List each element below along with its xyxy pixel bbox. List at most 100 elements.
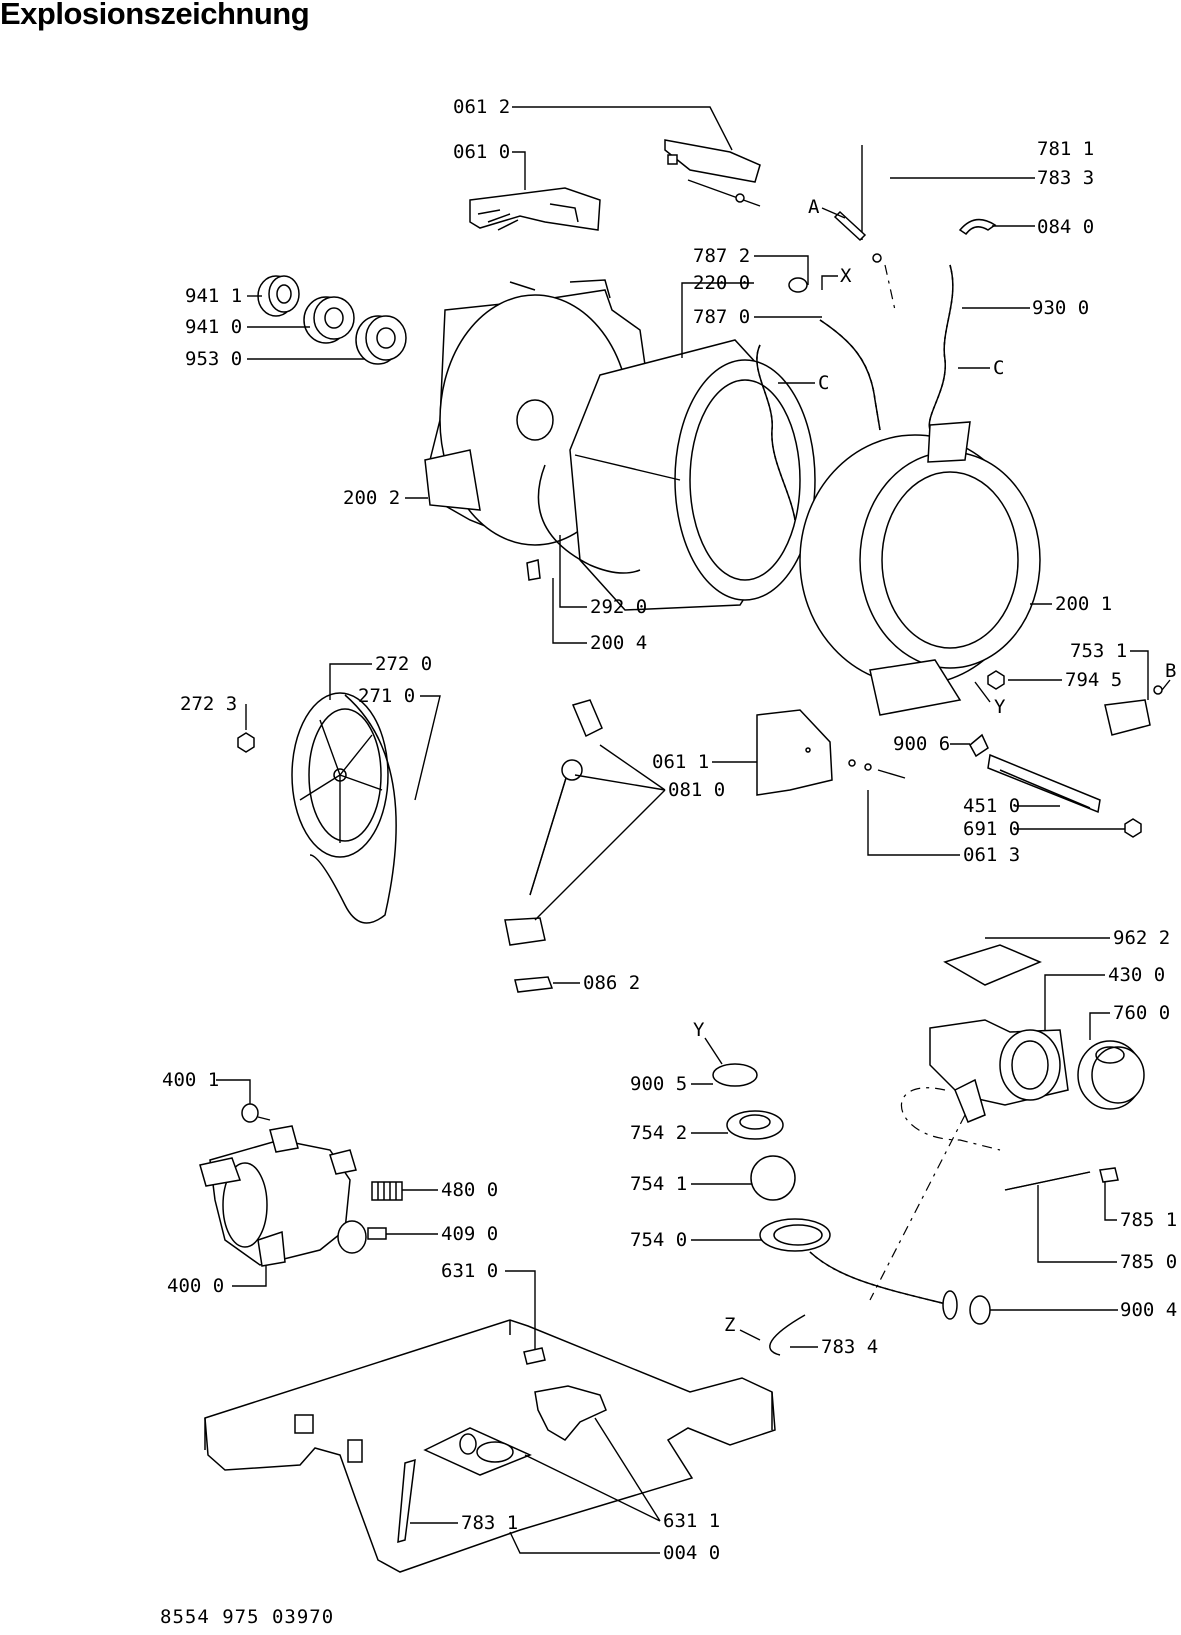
- part-bracket-6311: [534, 1385, 607, 1441]
- label-7531: 753 1: [1070, 640, 1127, 662]
- part-hose-left: [756, 344, 796, 521]
- label-Y-ring: Y: [693, 1019, 705, 1041]
- label-6311: 631 1: [663, 1510, 720, 1532]
- label-9300: 930 0: [1032, 297, 1089, 319]
- part-rod-7811: [833, 145, 896, 311]
- label-0612: 061 2: [453, 96, 510, 118]
- part-bearing-9411: [257, 275, 300, 317]
- label-7540: 754 0: [630, 1229, 687, 1251]
- label-6910: 691 0: [963, 818, 1020, 840]
- label-0840: 084 0: [1037, 216, 1094, 238]
- part-clamp-9004: [969, 1295, 991, 1325]
- label-7850: 785 0: [1120, 1251, 1177, 1273]
- label-2710: 271 0: [358, 685, 415, 707]
- label-4000: 400 0: [167, 1275, 224, 1297]
- part-nut-7945: [987, 670, 1005, 690]
- label-0862: 086 2: [583, 972, 640, 994]
- part-clip-0862: [514, 976, 554, 993]
- label-7851: 785 1: [1120, 1209, 1177, 1231]
- label-9622: 962 2: [1113, 927, 1170, 949]
- label-0613: 061 3: [963, 844, 1020, 866]
- page-title: Explosionszeichnung: [0, 0, 310, 31]
- label-9410: 941 0: [185, 316, 242, 338]
- part-pulley-2720: [291, 692, 389, 858]
- label-7600: 760 0: [1113, 1002, 1170, 1024]
- part-screw-2723: [237, 732, 255, 753]
- label-2723: 272 3: [180, 693, 237, 715]
- label-Y-tub: Y: [994, 696, 1006, 718]
- part-bracket-0612: [664, 139, 761, 207]
- leader-lines: [216, 106, 1171, 1554]
- label-C-right: C: [993, 357, 1004, 379]
- part-motor-4000: [199, 1125, 367, 1267]
- part-damper-0810: [504, 699, 603, 946]
- label-7831: 783 1: [461, 1512, 518, 1534]
- label-9006: 900 6: [893, 733, 950, 755]
- label-0610: 061 0: [453, 141, 510, 163]
- label-4090: 409 0: [441, 1223, 498, 1245]
- part-clip-0840: [958, 218, 997, 236]
- label-2200: 220 0: [693, 272, 750, 294]
- label-7872: 787 2: [693, 245, 750, 267]
- label-9411: 941 1: [185, 285, 242, 307]
- label-9004: 900 4: [1120, 1299, 1177, 1321]
- part-ring-9005: [712, 1063, 758, 1087]
- label-2004: 200 4: [590, 632, 647, 654]
- part-sensor-7850: [1004, 1167, 1119, 1191]
- label-2720: 272 0: [375, 653, 432, 675]
- part-pump-4300: [929, 1019, 1069, 1123]
- part-bearing-9410: [303, 296, 355, 344]
- part-sump-hose-7540: [759, 1218, 958, 1356]
- part-base-0040: [204, 1319, 776, 1573]
- part-ball-7541: [750, 1155, 796, 1201]
- part-sheet-9622: [943, 944, 1042, 986]
- label-7542: 754 2: [630, 1122, 687, 1144]
- part-clip-9006: [969, 733, 989, 758]
- label-0040: 004 0: [663, 1542, 720, 1564]
- part-clip-6310: [523, 1347, 546, 1365]
- label-A: A: [808, 196, 820, 218]
- part-seal-9530: [355, 315, 407, 365]
- label-Z: Z: [724, 1314, 735, 1336]
- label-6310: 631 0: [441, 1260, 498, 1282]
- part-filter-7600: [1077, 1040, 1145, 1110]
- label-4300: 430 0: [1108, 964, 1165, 986]
- label-9530: 953 0: [185, 348, 242, 370]
- label-X: X: [840, 265, 852, 287]
- label-9005: 900 5: [630, 1073, 687, 1095]
- part-connector-4800: [371, 1181, 403, 1201]
- part-bracket-0611: [756, 709, 833, 796]
- label-2920: 292 0: [590, 596, 647, 618]
- label-B: B: [1165, 660, 1176, 682]
- label-7945: 794 5: [1065, 669, 1122, 691]
- label-7870: 787 0: [693, 306, 750, 328]
- label-2002: 200 2: [343, 487, 400, 509]
- part-labels: 061 2 061 0 781 1 783 3 A 084 0 787 2 X …: [162, 96, 1177, 1564]
- label-7541: 754 1: [630, 1173, 687, 1195]
- label-0611: 061 1: [652, 751, 709, 773]
- label-7811: 781 1: [1037, 138, 1094, 160]
- document-number: 8554 975 03970: [160, 1606, 335, 1628]
- part-sensor-7531: [1104, 685, 1163, 736]
- part-ring-2920: [537, 464, 641, 574]
- label-C-left: C: [818, 372, 829, 394]
- part-drum-2200: [569, 339, 816, 611]
- label-2001: 200 1: [1055, 593, 1112, 615]
- part-clip-2004: [526, 559, 541, 581]
- part-nut-6910: [1124, 818, 1142, 838]
- part-block-4090: [367, 1227, 387, 1240]
- label-7833: 783 3: [1037, 167, 1094, 189]
- part-bolts-0613: [848, 759, 906, 779]
- part-bellows-7870: [788, 277, 881, 431]
- part-hose-9300: [928, 264, 954, 431]
- part-heater-4510: [987, 753, 1101, 814]
- part-front-tub-2001: [799, 421, 1041, 716]
- label-0810: 081 0: [668, 779, 725, 801]
- part-cover-0610: [469, 187, 601, 231]
- label-7834: 783 4: [821, 1336, 878, 1358]
- assembly-path: [869, 1087, 1001, 1301]
- label-4800: 480 0: [441, 1179, 498, 1201]
- label-4510: 451 0: [963, 795, 1020, 817]
- part-belt-2710: [309, 694, 397, 924]
